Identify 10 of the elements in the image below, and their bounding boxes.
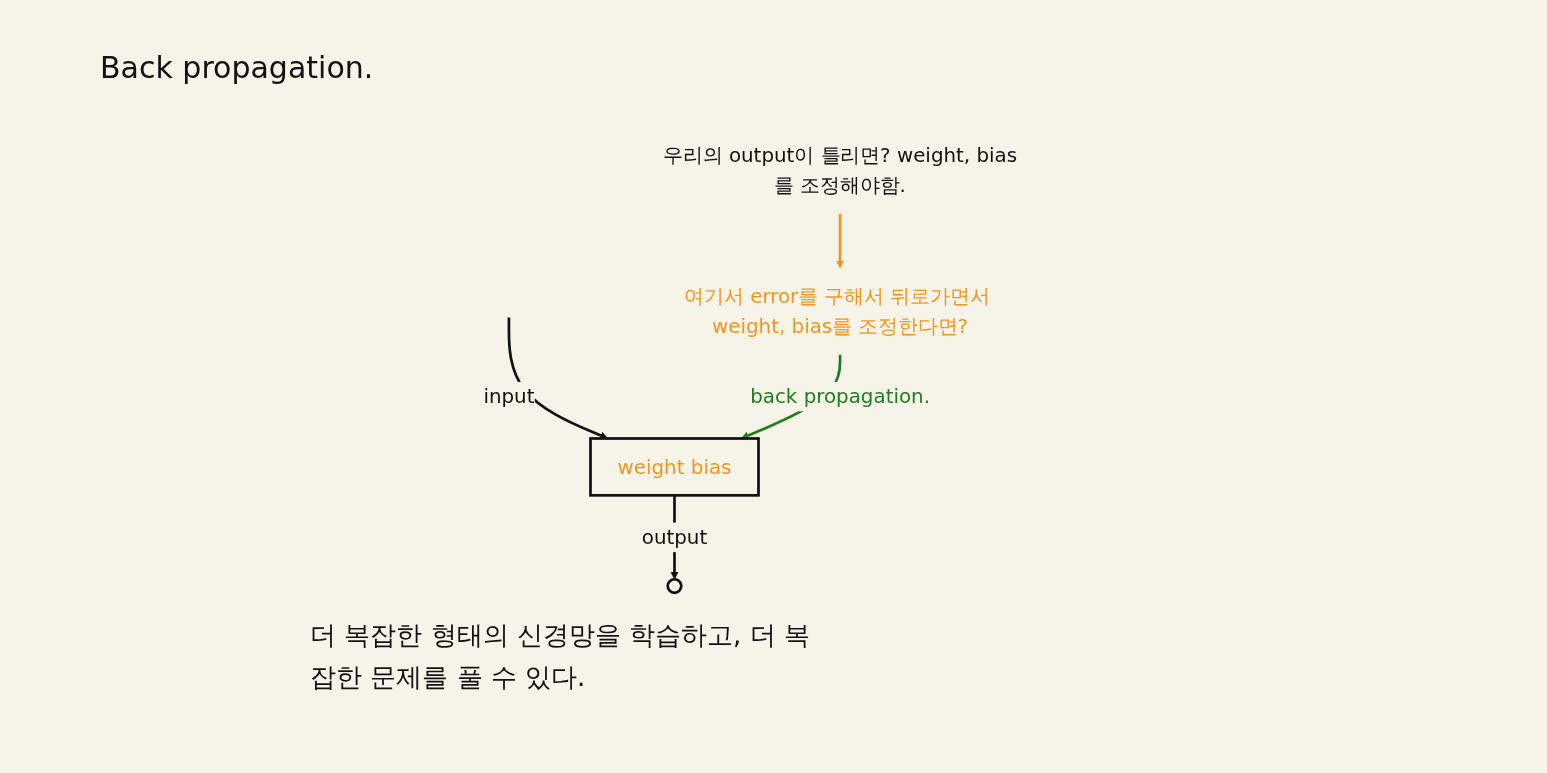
arrow: [836, 213, 845, 269]
edge-label: back propagation.: [750, 385, 930, 408]
node-circle: [666, 577, 683, 595]
edge-label: output: [641, 526, 708, 549]
edge-label: input: [483, 385, 535, 408]
node-text: 우리의 output이 틀리면? weight, bias를 조정해야함.: [663, 144, 1018, 197]
diagram-title: Back propagation.: [100, 50, 374, 85]
node-text: 여기서 error를 구해서 뒤로가면서 weight, bias를 조정한다면?: [684, 285, 990, 338]
note-text: 더 복잡한 형태의 신경망을 학습하고, 더 복잡한 문제를 풀 수 있다.: [310, 619, 811, 694]
node-box: weight bias: [589, 437, 760, 497]
